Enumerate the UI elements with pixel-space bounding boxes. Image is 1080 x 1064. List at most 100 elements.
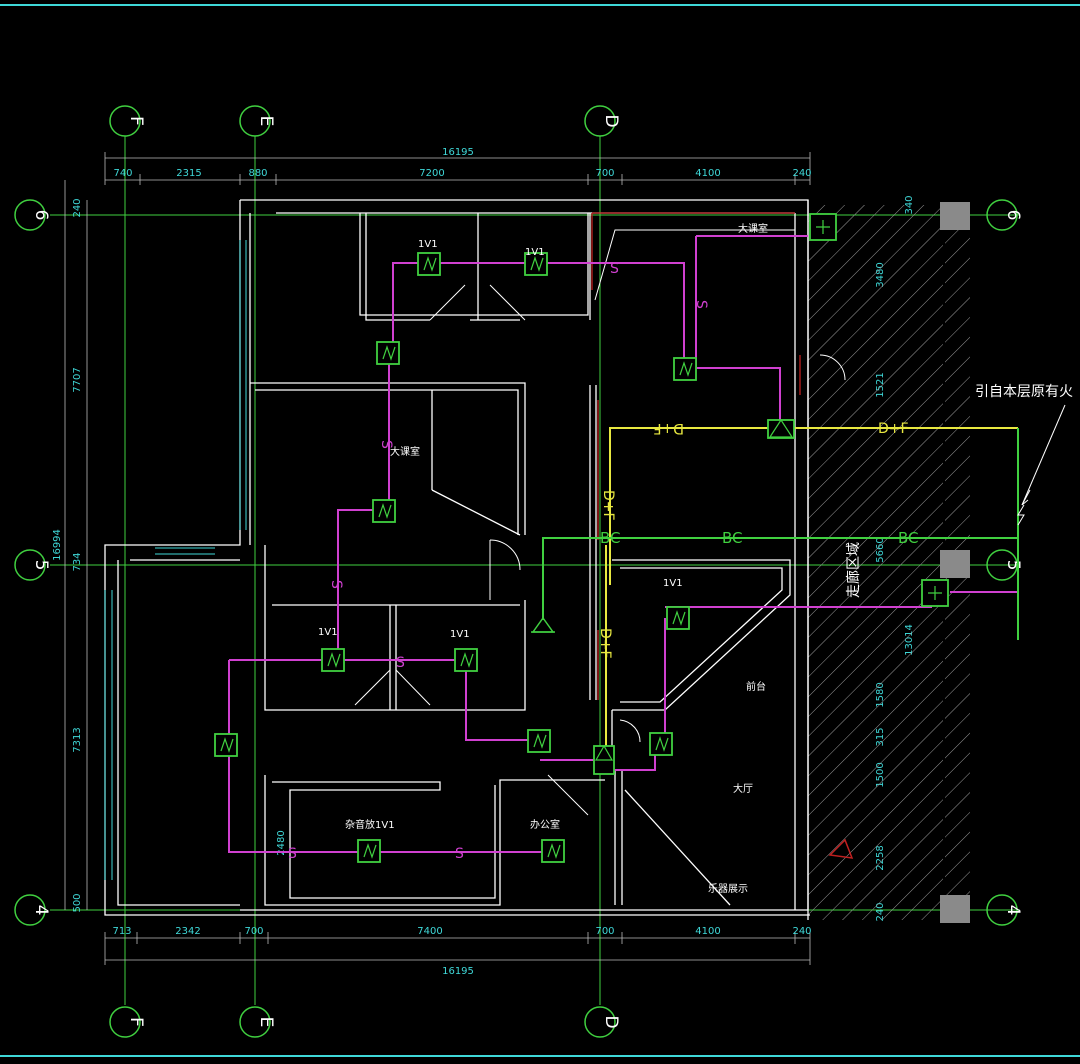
dim-texts-bottom: 713 2342 700 7400 700 4100 240 16195	[112, 926, 811, 977]
room-1v1-a: 1V1	[418, 239, 438, 250]
corridor-label: 走廊区域	[845, 542, 862, 598]
dim-left-3: 7313	[72, 727, 83, 752]
dim-bottom-1: 713	[112, 926, 131, 937]
smoke-detector-icon	[541, 839, 565, 863]
room-big-top: 大课室	[738, 222, 768, 235]
smoke-detector-icon	[372, 499, 396, 523]
axis-bottom-e: E	[256, 1017, 276, 1028]
dim-top-5: 700	[595, 168, 614, 179]
wire-label-s-3: S	[378, 440, 394, 449]
wire-label-bc-3: BC	[898, 529, 919, 547]
room-1v1-e: 1V1	[450, 629, 470, 640]
room-display: 乐器展示	[708, 883, 748, 895]
walls	[104, 199, 810, 920]
wire-label-df-1: D+F	[653, 420, 684, 436]
room-labels: 1V1 1V1 大课室 大课室 1V1 1V1 1V1 前台 大厅 杂音放1V1…	[318, 222, 768, 895]
dim-bottom-3: 700	[244, 926, 263, 937]
wire-label-s-4: S	[328, 580, 344, 589]
wire-label-s-7: S	[455, 846, 464, 862]
dim-texts-top: 16195 740 2315 880 7200 700 4100 240	[113, 147, 811, 179]
detectors	[214, 213, 949, 863]
dim-left-in-1: 240	[72, 198, 83, 217]
dim-top-6: 4100	[695, 168, 720, 179]
wiring-yellow	[605, 427, 1018, 760]
dimension-lines	[64, 152, 811, 965]
dim-top-4: 7200	[419, 168, 444, 179]
dim-left-extra: 2480	[276, 830, 287, 855]
dim-texts-left: 7707 16994 7313 240 734 500 2480	[52, 198, 287, 912]
dim-left-1: 7707	[72, 367, 83, 392]
dim-top-1: 740	[113, 168, 132, 179]
smoke-detector-icon	[417, 252, 441, 276]
doors	[354, 229, 846, 816]
windows	[104, 240, 247, 880]
alarm-bell-icon	[531, 616, 555, 633]
wire-label-bc-1: BC	[600, 529, 621, 547]
axis-top-d: D	[601, 114, 621, 127]
red-lines	[591, 212, 801, 700]
smoke-detector-icon	[376, 341, 400, 365]
alarm-module-icon	[767, 418, 795, 439]
room-1v1-d: 1V1	[318, 627, 338, 638]
smoke-detector-icon	[649, 732, 673, 756]
wire-label-bc-2: BC	[722, 529, 743, 547]
dim-top-total: 16195	[442, 147, 474, 158]
wire-label-df-3: D+F	[600, 490, 616, 521]
room-hall: 大厅	[733, 782, 753, 795]
axis-left-6: 6	[31, 210, 51, 221]
junction-box-icon	[921, 579, 949, 607]
axis-top-e: E	[256, 116, 276, 127]
axis-left-5: 5	[31, 560, 51, 571]
axis-top-f: F	[126, 116, 146, 126]
dim-left-in-3: 500	[72, 893, 83, 912]
dim-bottom-4: 7400	[417, 926, 442, 937]
wiring-green	[542, 428, 1019, 640]
axis-bottom-f: F	[126, 1017, 146, 1027]
corridor-hatch	[808, 205, 943, 920]
smoke-detector-icon	[666, 606, 690, 630]
smoke-detector-icon	[214, 733, 238, 757]
wire-label-df-4: D+F	[597, 628, 613, 659]
wire-label-s-6: S	[288, 846, 297, 862]
smoke-detector-icon	[527, 729, 551, 753]
room-1v1-b: 1V1	[525, 247, 545, 258]
columns	[940, 202, 970, 923]
wire-labels: S S S S S S S BC BC BC D+F D+F D+F D+F	[288, 261, 919, 862]
dim-bottom-total: 16195	[442, 966, 474, 977]
wire-label-s-5: S	[396, 655, 405, 671]
alarm-module-icon	[593, 744, 615, 775]
wire-label-s-1: S	[610, 261, 619, 277]
red-mark	[828, 838, 854, 859]
axis-bottom-d: D	[601, 1015, 621, 1028]
dim-bottom-2: 2342	[175, 926, 200, 937]
room-1v1-c: 1V1	[663, 578, 683, 589]
dim-top-7: 240	[792, 168, 811, 179]
dim-bottom-7: 240	[792, 926, 811, 937]
axis-right-5: 5	[1003, 560, 1023, 571]
note-leader	[1017, 404, 1066, 526]
smoke-detector-icon	[357, 839, 381, 863]
room-reception: 前台	[746, 680, 766, 693]
dim-left-in-2: 734	[72, 552, 83, 571]
axis-left-4: 4	[31, 905, 51, 916]
axis-right-4: 4	[1003, 905, 1023, 916]
room-office: 办公室	[530, 818, 560, 831]
dim-bottom-6: 4100	[695, 926, 720, 937]
wire-label-df-2: D+F	[878, 421, 909, 437]
room-big-mid: 大课室	[390, 445, 420, 458]
fire-source-note: 引自本层原有火	[975, 384, 1073, 400]
dim-top-2: 2315	[176, 168, 201, 179]
dim-bottom-5: 700	[595, 926, 614, 937]
room-vip-1v1: 杂音放1V1	[345, 818, 395, 831]
smoke-detector-icon	[321, 648, 345, 672]
wiring-magenta	[228, 235, 1018, 853]
wire-label-s-2: S	[693, 300, 709, 309]
junction-box-icon	[809, 213, 837, 241]
dim-left-2: 16994	[52, 529, 63, 561]
smoke-detector-icon	[673, 357, 697, 381]
dim-top-3: 880	[248, 168, 267, 179]
smoke-detector-icon	[524, 252, 548, 276]
axis-right-6: 6	[1003, 210, 1023, 221]
axis-labels: F E D F E D 6 5 4 6 5 4	[31, 114, 1023, 1028]
